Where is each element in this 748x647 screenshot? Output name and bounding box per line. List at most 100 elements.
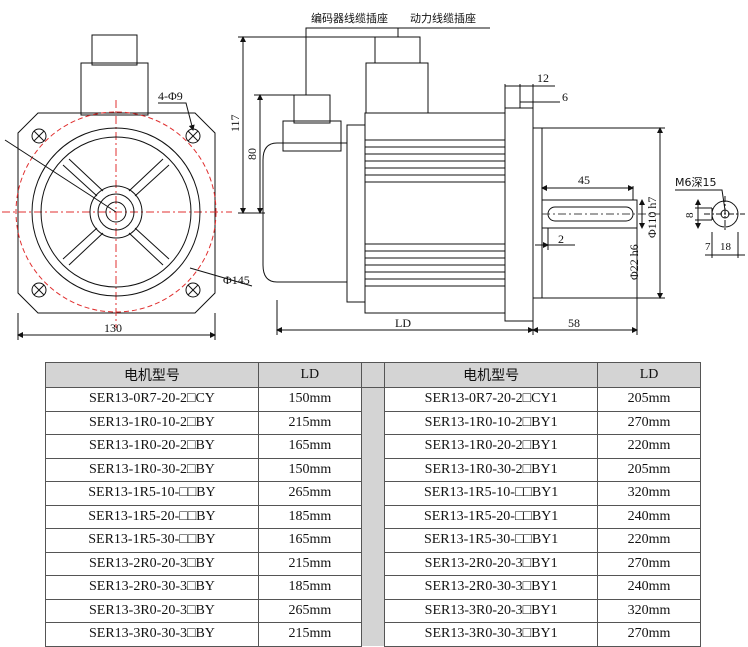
ld-cell-right: 240mm <box>597 504 701 529</box>
ld-cell-right: 320mm <box>597 598 701 623</box>
label-2: 2 <box>558 232 564 246</box>
shaft-end-view: M6深15 8 7 18 <box>675 176 745 258</box>
rear-flange-ring <box>346 124 366 303</box>
model-cell-right: SER13-3R0-20-3□BY1 <box>384 598 599 623</box>
model-cell-left: SER13-1R0-30-2□BY <box>45 457 259 482</box>
header-model-right: 电机型号 <box>384 362 599 388</box>
ld-cell-right: 240mm <box>597 575 701 600</box>
label-key-8: 8 <box>684 212 696 218</box>
label-shaft: Φ22 h6 <box>627 244 641 280</box>
encoder-connector-top <box>293 94 331 124</box>
ld-cell-left: 185mm <box>257 504 362 529</box>
table-header-row: 电机型号 LD 电机型号 LD <box>45 362 701 388</box>
header-model-left: 电机型号 <box>45 362 259 388</box>
table-gap <box>360 575 386 599</box>
ld-cell-right: 205mm <box>597 387 701 412</box>
label-tap: M6深15 <box>675 176 717 189</box>
model-cell-right: SER13-2R0-20-3□BY1 <box>384 551 599 576</box>
table-gap <box>360 528 386 552</box>
label-7: 7 <box>705 241 711 253</box>
model-cell-right: SER13-1R5-30-□□BY1 <box>384 528 599 553</box>
ld-cell-left: 150mm <box>257 457 362 482</box>
power-connector <box>365 62 429 114</box>
front-outer-ring <box>31 127 201 297</box>
ld-cell-right: 270mm <box>597 551 701 576</box>
label-encoder-socket: 编码器线缆插座 <box>311 11 388 25</box>
label-pcd: Φ145 <box>223 273 250 287</box>
table-gap <box>360 362 386 388</box>
model-cell-left: SER13-2R0-20-3□BY <box>45 551 259 576</box>
motor-dimension-drawing: 4-Φ9 Φ145 130 <box>2 11 745 340</box>
ld-cell-left: 215mm <box>257 551 362 576</box>
model-cell-right: SER13-2R0-30-3□BY1 <box>384 575 599 600</box>
label-58: 58 <box>568 316 580 330</box>
model-cell-right: SER13-1R0-10-2□BY1 <box>384 410 599 435</box>
label-45: 45 <box>578 173 590 187</box>
mount-holes <box>31 128 201 298</box>
ld-cell-right: 220mm <box>597 434 701 459</box>
label-18: 18 <box>720 241 732 253</box>
side-view: 117 80 LD 58 12 6 45 2 Φ110 h7 <box>228 11 665 335</box>
table-gap <box>360 434 386 458</box>
model-cell-left: SER13-3R0-20-3□BY <box>45 598 259 623</box>
model-cell-right: SER13-1R0-20-2□BY1 <box>384 434 599 459</box>
front-spokes <box>62 158 170 266</box>
model-cell-left: SER13-1R0-20-2□BY <box>45 434 259 459</box>
table-gap <box>360 505 386 529</box>
ld-cell-right: 205mm <box>597 457 701 482</box>
header-ld-left: LD <box>257 362 362 388</box>
ld-cell-left: 165mm <box>257 528 362 553</box>
model-cell-right: SER13-1R0-30-2□BY1 <box>384 457 599 482</box>
encoder-connector <box>282 120 342 152</box>
model-cell-right: SER13-3R0-30-3□BY1 <box>384 622 599 647</box>
label-height-encoder: 80 <box>245 148 259 160</box>
model-cell-right: SER13-1R5-10-□□BY1 <box>384 481 599 506</box>
table-gap <box>360 458 386 482</box>
table-gap <box>360 387 386 411</box>
rear-cover <box>262 142 348 283</box>
header-ld-right: LD <box>597 362 701 388</box>
label-height-total: 117 <box>228 114 242 132</box>
label-power-socket: 动力线缆插座 <box>410 11 476 25</box>
model-cell-left: SER13-1R5-30-□□BY <box>45 528 259 553</box>
ld-cell-right: 270mm <box>597 410 701 435</box>
model-cell-left: SER13-1R5-10-□□BY <box>45 481 259 506</box>
table-gap <box>360 552 386 576</box>
ld-cell-left: 215mm <box>257 410 362 435</box>
table-gap <box>360 599 386 623</box>
ld-cell-right: 220mm <box>597 528 701 553</box>
ld-cell-right: 270mm <box>597 622 701 647</box>
ld-cell-left: 185mm <box>257 575 362 600</box>
pilot <box>532 127 543 299</box>
label-mount-holes: 4-Φ9 <box>158 89 183 103</box>
model-cell-left: SER13-1R5-20-□□BY <box>45 504 259 529</box>
label-12: 12 <box>537 71 549 85</box>
ld-cell-left: 265mm <box>257 598 362 623</box>
front-connector-lower <box>80 62 149 116</box>
ld-cell-right: 320mm <box>597 481 701 506</box>
table-gap <box>360 481 386 505</box>
model-cell-left: SER13-0R7-20-2□CY <box>45 387 259 412</box>
ld-cell-left: 165mm <box>257 434 362 459</box>
ld-cell-left: 150mm <box>257 387 362 412</box>
model-cell-left: SER13-1R0-10-2□BY <box>45 410 259 435</box>
cooling-fins <box>365 139 505 287</box>
model-cell-right: SER13-0R7-20-2□CY1 <box>384 387 599 412</box>
model-cell-right: SER13-1R5-20-□□BY1 <box>384 504 599 529</box>
ld-cell-left: 215mm <box>257 622 362 647</box>
model-cell-left: SER13-3R0-30-3□BY <box>45 622 259 647</box>
ld-cell-left: 265mm <box>257 481 362 506</box>
label-pilot: Φ110 h7 <box>645 197 659 238</box>
label-flange-width: 130 <box>104 321 122 335</box>
